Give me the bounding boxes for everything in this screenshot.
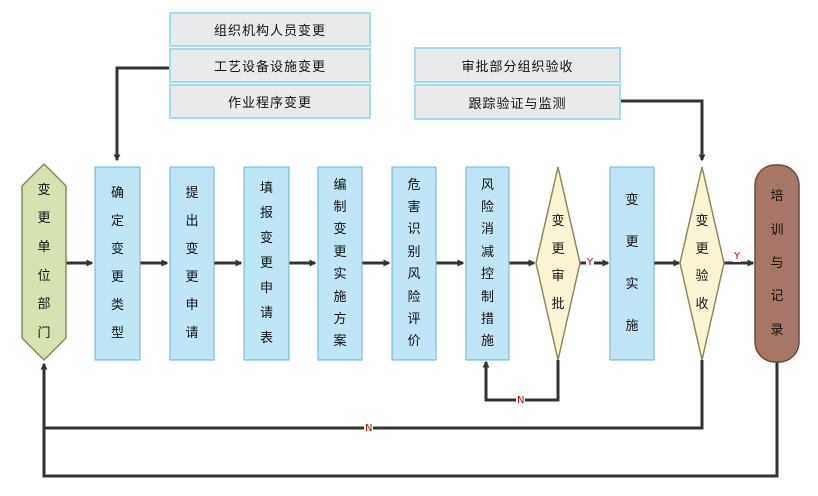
connector-approval-items-to-acceptance — [620, 99, 706, 162]
step-box-5 — [391, 166, 437, 361]
decision-approve-label: 变更审批 — [551, 214, 565, 312]
change-type-label-3: 作业程序变更 — [227, 96, 312, 111]
step-label-2: 提出变更申请 — [185, 186, 199, 341]
change-type-label-2: 工艺设备设施变更 — [213, 60, 326, 75]
decision-accept-label: 变更验收 — [695, 214, 709, 312]
end-node-label: 培训与记录 — [770, 189, 784, 338]
start-node-shape — [21, 162, 67, 362]
approval-item-label-2: 跟踪验证与监测 — [468, 96, 567, 112]
flow-label-approve-yes: Y — [586, 257, 595, 268]
implement-label: 变更实施 — [625, 193, 639, 334]
flow-label-approve-no: N — [516, 395, 526, 406]
step-label-3: 填报变更申请表 — [259, 181, 273, 346]
step-box-6 — [465, 166, 510, 361]
decision-accept-shape — [679, 166, 725, 361]
step-box-2 — [169, 166, 215, 361]
approval-items-group — [414, 47, 621, 120]
connector-acceptance-no-return — [44, 360, 704, 430]
connector-training-return — [40, 362, 779, 478]
change-type-box-1 — [169, 12, 371, 47]
connector-approval-no-loop — [482, 360, 560, 402]
step-box-4 — [317, 166, 363, 361]
implement-box — [609, 166, 655, 361]
decision-approve-shape — [535, 166, 581, 361]
flow-label-accept-no: N — [364, 423, 374, 434]
step-box-1 — [94, 166, 141, 361]
start-node-label: 变更单位部门 — [37, 182, 51, 342]
change-types-group — [169, 12, 371, 119]
change-type-box-2 — [169, 48, 371, 83]
connector-change-types-to-determine — [113, 66, 169, 162]
step-label-5: 危害识别风险评价 — [407, 177, 421, 350]
process-steps — [94, 166, 655, 361]
step-label-1: 确定变更类型 — [110, 186, 124, 341]
change-type-label-1: 组织机构人员变更 — [213, 24, 326, 39]
approval-item-label-1: 审批部分组织验收 — [461, 59, 574, 75]
end-node-shape — [754, 164, 800, 363]
flow-label-accept-yes: Y — [733, 251, 742, 262]
approval-item-box-2 — [414, 84, 621, 120]
step-box-3 — [243, 166, 290, 361]
change-type-box-3 — [169, 84, 371, 119]
step-label-6: 风险消减控制措施 — [480, 177, 494, 350]
step-label-4: 编制变更实施方案 — [333, 177, 347, 350]
approval-item-box-1 — [414, 47, 621, 83]
